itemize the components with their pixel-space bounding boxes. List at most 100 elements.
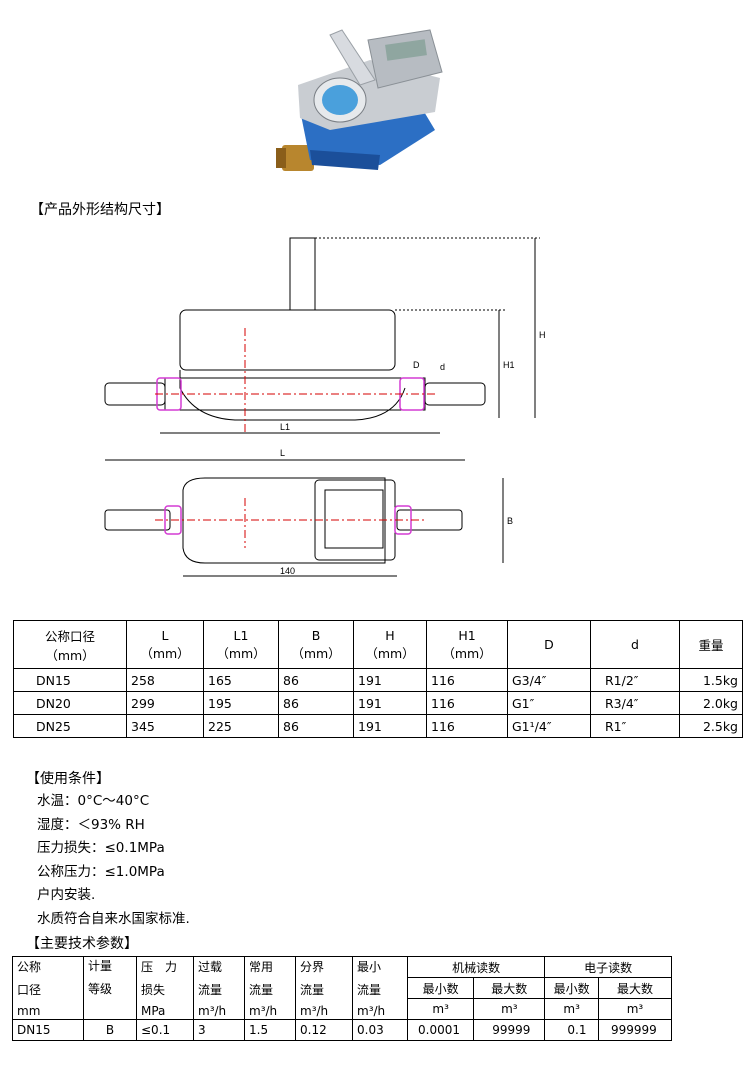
cell: R3/4″ — [590, 691, 680, 715]
cell: G3/4″ — [507, 668, 591, 692]
h-line: 等级 — [88, 982, 113, 996]
table-row: DN25 345 225 86 191 116 G1¹/4″ R1″ 2.5kg — [13, 714, 743, 738]
h-common: 常用 流量 m³/h — [244, 956, 296, 1020]
cell: 1.5 — [244, 1019, 296, 1041]
h-boundary: 分界 流量 m³/h — [295, 956, 353, 1020]
h-line: 最小 — [357, 960, 382, 974]
header-name: L — [161, 627, 169, 643]
cell: 195 — [203, 691, 279, 715]
header-unit: （mm） — [216, 645, 266, 661]
cell: DN15 — [13, 668, 127, 692]
cell: 86 — [278, 714, 354, 738]
h-loss: 压 力 损失 MPa — [136, 956, 194, 1020]
cell: 86 — [278, 691, 354, 715]
h-m3: m³ — [473, 998, 546, 1020]
cell: 116 — [426, 668, 508, 692]
specs-title: 【主要技术参数】 — [26, 936, 138, 952]
cell: 1.5kg — [679, 668, 743, 692]
label-H: H — [539, 330, 546, 340]
cell: 191 — [353, 691, 427, 715]
conditions-list: 水温：0°C～40°C 湿度：＜93% RH 压力损失：≤0.1MPa 公称压力… — [37, 790, 190, 931]
product-photo — [276, 29, 443, 171]
h-line: 过载 — [198, 960, 223, 974]
cell: 258 — [126, 668, 204, 692]
h-min-read: 最小数 — [406, 977, 475, 999]
header-name: 公称口径 — [44, 628, 95, 644]
h-elec: 电子读数 — [544, 956, 672, 978]
header-unit: （mm） — [442, 645, 492, 661]
dimension-drawing: L1 L D d H1 H B 140 — [104, 237, 546, 577]
label-d: d — [440, 362, 445, 372]
cell: 191 — [353, 714, 427, 738]
header-weight: 重量 — [679, 620, 743, 669]
h-line: 流量 — [249, 983, 274, 997]
label-H1: H1 — [503, 360, 515, 370]
cell: 225 — [203, 714, 279, 738]
h-unit: m³/h — [249, 1004, 278, 1018]
h-unit: m³/h — [357, 1004, 386, 1018]
condition-item: 水温：0°C～40°C — [37, 793, 150, 809]
h-max-read: 最大数 — [473, 977, 546, 999]
table-row: DN15 B ≤0.1 3 1.5 0.12 0.03 0.0001 99999… — [12, 1019, 673, 1041]
label-L1: L1 — [280, 422, 290, 432]
cell: 0.1 — [544, 1019, 599, 1041]
header-unit: （mm） — [291, 645, 341, 661]
dimensions-title: 【产品外形结构尺寸】 — [30, 202, 170, 218]
header-unit: （mm） — [45, 647, 95, 663]
header-H: H （mm） — [353, 620, 427, 669]
cell: DN20 — [13, 691, 127, 715]
cell: 0.03 — [352, 1019, 408, 1041]
header-B: B （mm） — [278, 620, 354, 669]
h-line: MPa — [141, 1004, 166, 1018]
header-name: H1 — [458, 627, 476, 643]
h-unit: m³/h — [300, 1004, 329, 1018]
h-unit: m³/h — [198, 1004, 227, 1018]
h-m3: m³ — [406, 998, 475, 1020]
table-row: DN15 258 165 86 191 116 G3/4″ R1/2″ 1.5k… — [13, 668, 743, 692]
cell: G1″ — [507, 691, 591, 715]
condition-item: 水质符合自来水国家标准. — [37, 910, 190, 927]
condition-item: 户内安装. — [37, 887, 96, 903]
h-line: 口径 — [17, 983, 42, 997]
h-line: mm — [17, 1004, 41, 1018]
header-unit: （mm） — [365, 645, 415, 661]
h-max-read: 最大数 — [597, 977, 673, 999]
h-line: 损失 — [141, 983, 166, 997]
h-line: 压 力 — [141, 960, 178, 974]
h-mech: 机械读数 — [406, 956, 546, 978]
header-name: H — [385, 627, 395, 643]
h-caliber: 公称 口径 mm — [12, 956, 84, 1020]
conditions-title: 【使用条件】 — [26, 771, 110, 787]
header-unit: （mm） — [140, 645, 190, 661]
h-min: 最小 流量 m³/h — [352, 956, 408, 1020]
cell: 116 — [426, 714, 508, 738]
h-line: 计量 — [88, 959, 113, 973]
cell: 0.12 — [295, 1019, 353, 1041]
cell: 345 — [126, 714, 204, 738]
header-L1: L1 （mm） — [203, 620, 279, 669]
h-line: 分界 — [300, 960, 325, 974]
cell: 2.5kg — [679, 714, 743, 738]
h-grade: 计量 等级 — [83, 956, 137, 1020]
cell: 191 — [353, 668, 427, 692]
h-m3: m³ — [544, 998, 599, 1020]
h-line: 常用 — [249, 960, 274, 974]
h-line: 流量 — [198, 983, 223, 997]
table-row: DN20 299 195 86 191 116 G1″ R3/4″ 2.0kg — [13, 691, 743, 715]
header-H1: H1 （mm） — [426, 620, 508, 669]
label-L: L — [280, 448, 285, 458]
header-caliber: 公称口径 （mm） — [13, 620, 127, 669]
cell: ≤0.1 — [136, 1019, 194, 1041]
header-name: B — [311, 627, 321, 643]
cell: DN25 — [13, 714, 127, 738]
h-line: 公称 — [17, 960, 42, 974]
label-D: D — [413, 360, 420, 370]
cell: B — [83, 1019, 137, 1041]
cell: 0.0001 — [406, 1019, 475, 1041]
cell: 116 — [426, 691, 508, 715]
condition-item: 公称压力：≤1.0MPa — [37, 863, 165, 880]
header-name: L1 — [233, 627, 249, 643]
header-D: D — [507, 620, 591, 669]
h-overload: 过载 流量 m³/h — [193, 956, 245, 1020]
label-140: 140 — [280, 566, 295, 576]
